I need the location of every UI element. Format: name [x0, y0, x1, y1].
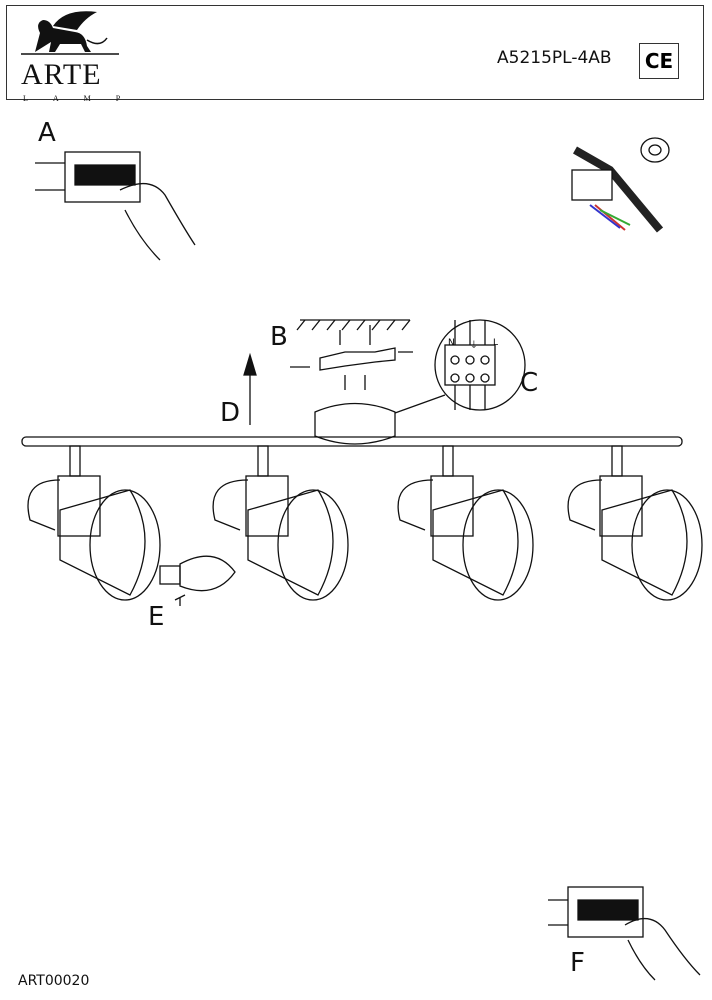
document-code: ART00020	[18, 973, 90, 989]
terminal-l: L	[492, 338, 498, 348]
step-label-d: D	[220, 398, 241, 428]
model-number: A5215PL-4AB	[497, 48, 612, 68]
spotlight-2	[212, 445, 349, 601]
lamp-rail	[21, 436, 683, 447]
spotlight-4	[567, 445, 703, 601]
breaker-panel-icon-a	[35, 151, 196, 261]
step-label-b: B	[270, 322, 288, 352]
step-label-c: C	[520, 368, 539, 398]
lion-logo-icon	[21, 11, 119, 55]
light-bulb-icon-e	[159, 555, 236, 606]
step-label-a: A	[38, 118, 56, 148]
spotlight-1	[27, 445, 161, 601]
insulating-tape-icon	[571, 137, 670, 233]
step-label-f: F	[570, 948, 585, 978]
brand-name: ARTE	[21, 58, 102, 91]
mounting-bracket-icon-b	[290, 319, 413, 390]
ceiling-canopy	[314, 402, 396, 445]
brand-subtitle: LAMP	[23, 94, 146, 103]
terminal-earth: ⏚	[469, 341, 479, 351]
terminal-n: N	[448, 338, 455, 348]
terminal-labels: N ⏚ L	[448, 338, 498, 351]
ce-mark: CE	[639, 43, 679, 79]
up-arrow-icon-d	[243, 352, 257, 425]
step-label-e: E	[148, 602, 165, 632]
breaker-panel-icon-f	[548, 886, 701, 981]
terminal-block-icon-c	[394, 319, 526, 414]
header-box: ARTE LAMP A5215PL-4AB CE	[6, 5, 704, 103]
spotlight-3	[397, 445, 534, 601]
